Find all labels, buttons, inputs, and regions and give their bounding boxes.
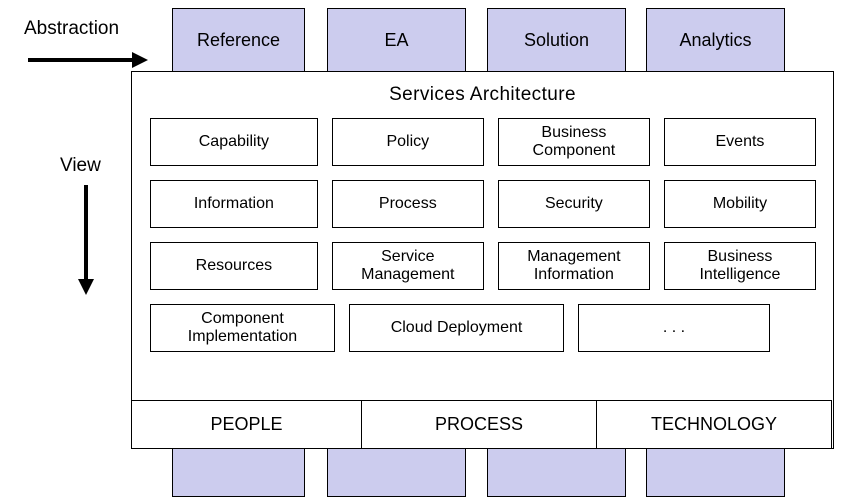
column-header-solution[interactable]: Solution	[487, 8, 626, 72]
arrow-down-icon	[78, 185, 94, 295]
services-grid-row: Capability Policy Business Component Eve…	[150, 118, 816, 166]
service-cell-label: Capability	[198, 133, 270, 151]
panel-title: Services Architecture	[389, 84, 576, 105]
column-header-label: Solution	[523, 29, 590, 50]
service-cell-label: . . .	[662, 319, 686, 337]
service-cell-label: Resources	[195, 257, 273, 275]
service-cell-label: Mobility	[712, 195, 768, 213]
view-axis-label: View	[60, 155, 101, 176]
service-cell-label: Component Implementation	[187, 310, 298, 345]
column-header-ea[interactable]: EA	[327, 8, 466, 72]
service-cell-events[interactable]: Events	[663, 118, 816, 166]
service-cell-label: Policy	[386, 133, 430, 151]
service-cell-label: Information	[193, 195, 274, 213]
service-cell-label: Security	[544, 195, 603, 213]
service-cell-ellipsis[interactable]: . . .	[578, 304, 770, 352]
column-stub-analytics	[646, 447, 785, 497]
foundation-cell-technology[interactable]: TECHNOLOGY	[596, 400, 832, 449]
foundation-cell-people[interactable]: PEOPLE	[131, 400, 362, 449]
service-cell-process[interactable]: Process	[331, 180, 484, 228]
service-cell-information[interactable]: Information	[150, 180, 318, 228]
service-cell-label: Events	[715, 133, 765, 151]
service-cell-label: Cloud Deployment	[390, 319, 523, 337]
service-cell-resources[interactable]: Resources	[150, 242, 318, 290]
service-cell-label: Service Management	[361, 248, 455, 283]
services-architecture-panel: Services Architecture Capability Policy …	[131, 71, 834, 449]
column-stub-reference	[172, 447, 305, 497]
service-cell-cloud-deployment[interactable]: Cloud Deployment	[349, 304, 564, 352]
services-grid-row: Component Implementation Cloud Deploymen…	[150, 304, 816, 352]
service-cell-business-component[interactable]: Business Component	[497, 118, 650, 166]
column-stub-solution	[487, 447, 626, 497]
column-header-label: Reference	[196, 29, 281, 50]
service-cell-label: Management Information	[527, 248, 621, 283]
column-header-reference[interactable]: Reference	[172, 8, 305, 72]
foundation-cell-process[interactable]: PROCESS	[361, 400, 597, 449]
column-header-label: Analytics	[679, 29, 752, 50]
services-grid: Capability Policy Business Component Eve…	[150, 116, 816, 366]
service-cell-mobility[interactable]: Mobility	[663, 180, 816, 228]
foundation-cell-label: TECHNOLOGY	[650, 414, 778, 434]
service-cell-business-intelligence[interactable]: Business Intelligence	[663, 242, 816, 290]
service-cell-capability[interactable]: Capability	[150, 118, 318, 166]
services-grid-row: Information Process Security Mobility	[150, 180, 816, 228]
service-cell-label: Process	[378, 195, 437, 213]
column-header-label: EA	[384, 29, 409, 50]
foundation-strip: PEOPLE PROCESS TECHNOLOGY	[131, 400, 834, 449]
service-cell-policy[interactable]: Policy	[331, 118, 484, 166]
column-header-analytics[interactable]: Analytics	[646, 8, 785, 72]
service-cell-service-management[interactable]: Service Management	[331, 242, 484, 290]
column-stub-ea	[327, 447, 466, 497]
foundation-cell-label: PROCESS	[434, 414, 524, 434]
service-cell-security[interactable]: Security	[497, 180, 650, 228]
services-grid-row: Resources Service Management Management …	[150, 242, 816, 290]
abstraction-axis-label: Abstraction	[24, 18, 120, 39]
service-cell-component-implementation[interactable]: Component Implementation	[150, 304, 335, 352]
service-cell-label: Business Component	[532, 124, 616, 159]
service-cell-management-information[interactable]: Management Information	[497, 242, 650, 290]
service-cell-label: Business Intelligence	[699, 248, 781, 283]
arrow-right-icon	[28, 52, 148, 68]
foundation-cell-label: PEOPLE	[210, 414, 283, 434]
